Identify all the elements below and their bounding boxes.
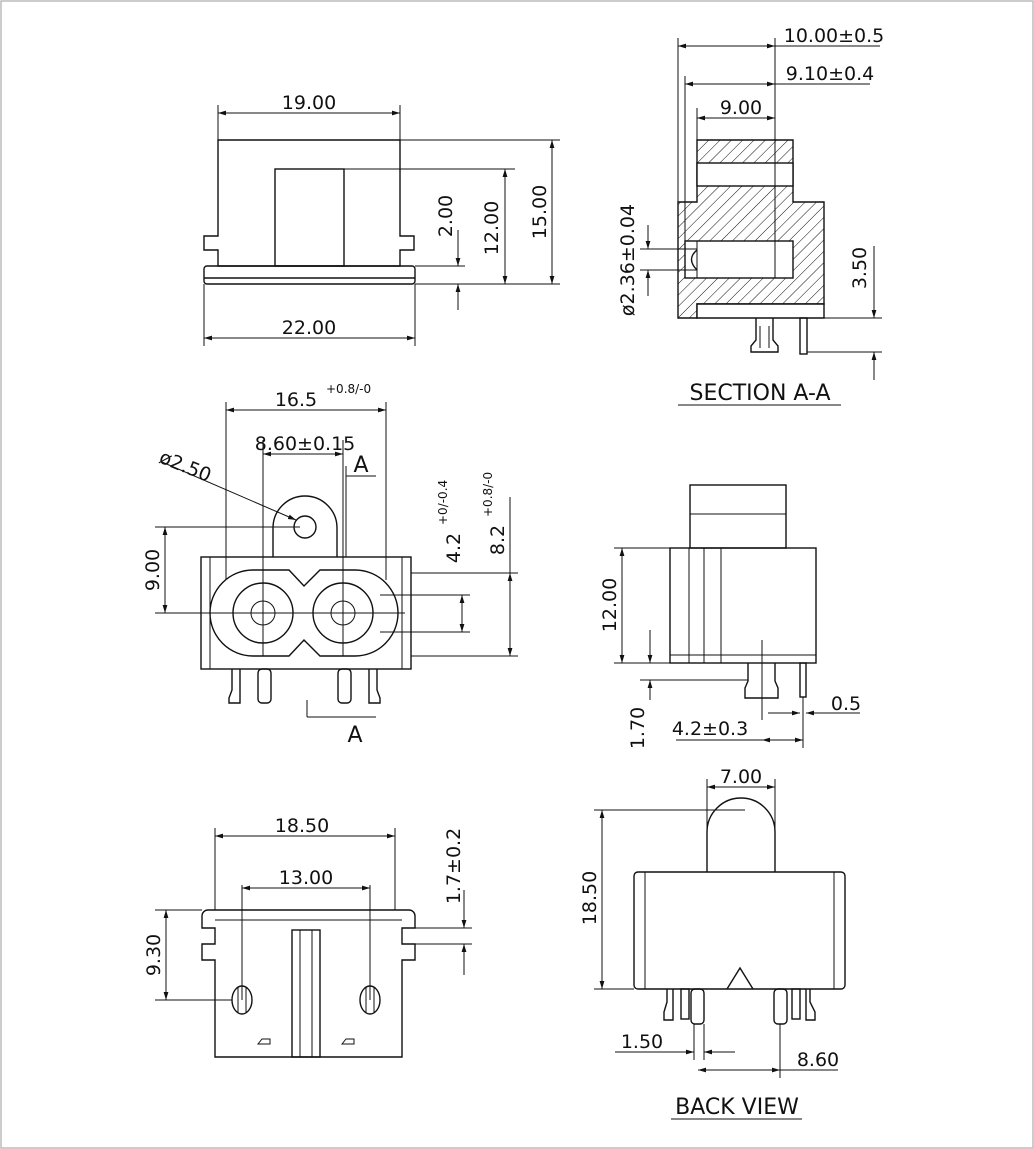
section-view: 10.00±0.5 9.10±0.4 9.00 ø2.36±0.04 3.50 … (617, 25, 884, 406)
top-dim-width: 19.00 (282, 92, 336, 114)
back-view: 7.00 18.50 1.50 8.60 BACK VIEW (579, 766, 846, 1120)
section-title: SECTION A-A (690, 381, 831, 406)
bottom-dim-width: 18.50 (275, 815, 329, 837)
section-dim-mid: 9.10±0.4 (786, 63, 874, 85)
front-dim-slot: 4.2 (443, 533, 465, 563)
front-dim-width-tol: +0.8/-0 (326, 382, 371, 396)
front-dim-width: 16.5 (275, 389, 317, 411)
front-dim-slot-tol: +0/-0.4 (436, 480, 450, 525)
front-dim-outer-tol: +0.8/-0 (481, 472, 495, 517)
front-view: A A 16.5 +0.8/-0 8.60±0.15 ø2.50 9.00 4.… (142, 382, 518, 748)
section-dim-hole: ø2.36±0.04 (617, 204, 639, 316)
top-dim-body: 12.00 (481, 201, 503, 255)
side-view: 12.00 1.70 4.2±0.3 0.5 (599, 484, 861, 749)
top-dim-base-width: 22.00 (282, 317, 336, 339)
side-dim-pin-len: 1.70 (627, 707, 649, 749)
side-dim-thk: 0.5 (831, 693, 861, 715)
bottom-dim-depth: 9.30 (143, 934, 165, 976)
back-title: BACK VIEW (675, 1095, 799, 1120)
front-cut-label-top: A (353, 453, 368, 478)
back-dim-top: 7.00 (720, 766, 762, 788)
bottom-dim-pitch: 13.00 (279, 867, 333, 889)
top-view: 19.00 22.00 2.00 12.00 15.00 (203, 92, 560, 346)
front-dim-outer: 8.2 (487, 525, 509, 555)
back-dim-height: 18.50 (579, 871, 601, 925)
front-cut-label-bottom: A (347, 723, 362, 748)
side-dim-pin-offset: 4.2±0.3 (672, 718, 748, 740)
back-dim-pin-pitch: 8.60 (797, 1049, 839, 1071)
front-dim-hole: ø2.50 (156, 446, 214, 487)
front-dim-height: 9.00 (142, 549, 164, 591)
front-dim-pitch: 8.60±0.15 (255, 433, 356, 455)
bottom-view: 18.50 13.00 9.30 1.7±0.2 (143, 815, 472, 1058)
section-dim-inner: 9.00 (720, 97, 762, 119)
section-dim-overall: 10.00±0.5 (784, 25, 885, 47)
back-dim-pin-w: 1.50 (621, 1031, 663, 1053)
side-dim-height: 12.00 (599, 578, 621, 632)
top-dim-total: 15.00 (529, 185, 551, 239)
section-dim-pin: 3.50 (849, 247, 871, 289)
bottom-dim-step: 1.7±0.2 (443, 828, 465, 904)
top-dim-inset: 2.00 (435, 195, 457, 237)
